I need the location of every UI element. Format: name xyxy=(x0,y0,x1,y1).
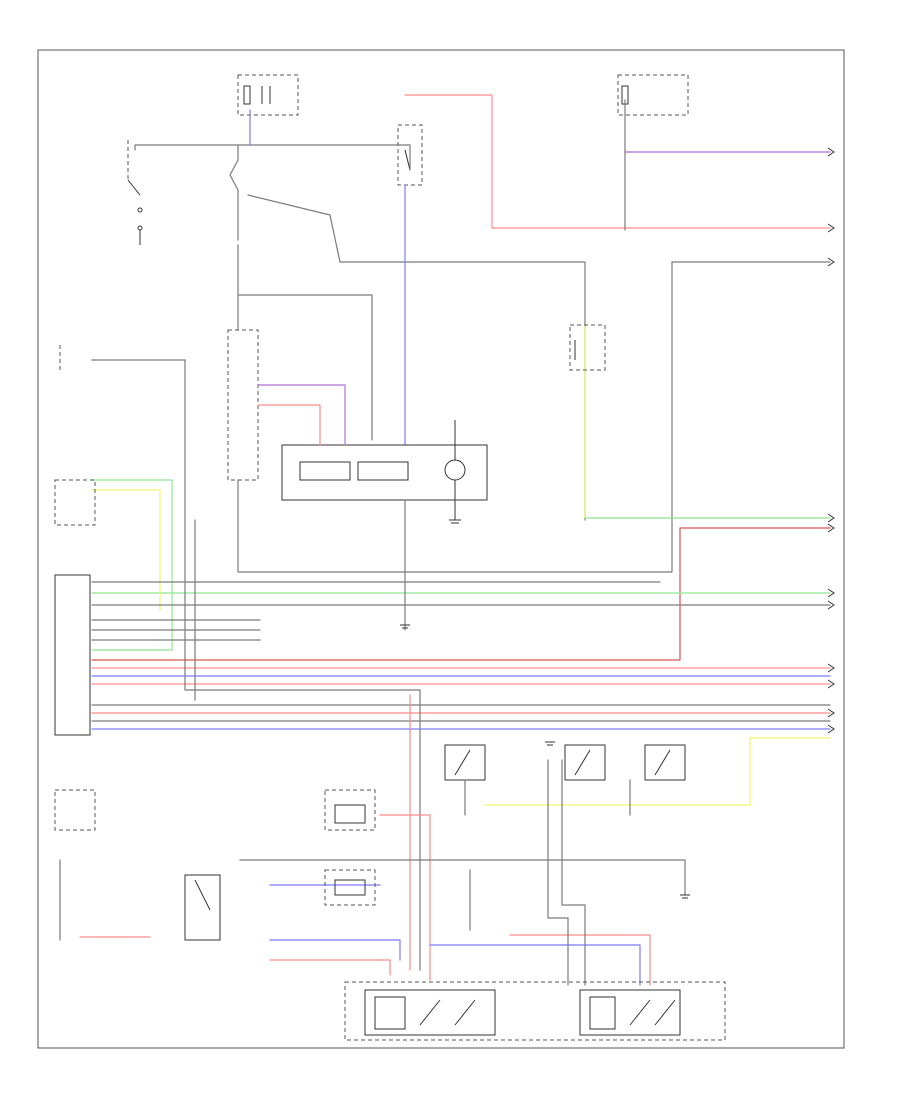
under-hood-fuse-box-left xyxy=(237,74,299,116)
right-edge-arrows xyxy=(827,147,835,734)
left-relay-switch xyxy=(127,140,143,245)
ground-symbols xyxy=(400,624,690,899)
under-hood-fuse-box-right xyxy=(617,74,689,116)
resistor-right xyxy=(357,461,409,481)
blower-motor xyxy=(444,459,466,481)
control-unit-connector xyxy=(54,574,91,736)
resistor-left xyxy=(299,461,351,481)
top-fuse-boxes xyxy=(237,74,689,186)
diagram-border xyxy=(37,49,845,1049)
lower-left-components xyxy=(54,789,376,941)
lower-right-switches xyxy=(444,744,686,816)
resistor-block xyxy=(281,444,488,501)
blower-motor-assembly xyxy=(281,420,488,631)
bottom-actuator-block xyxy=(344,981,726,1041)
fuse-left xyxy=(243,85,251,105)
left-connector xyxy=(54,345,186,736)
center-relay xyxy=(227,329,346,481)
switch-box-left xyxy=(54,479,96,526)
wires xyxy=(79,94,831,986)
right-relay xyxy=(569,324,606,371)
